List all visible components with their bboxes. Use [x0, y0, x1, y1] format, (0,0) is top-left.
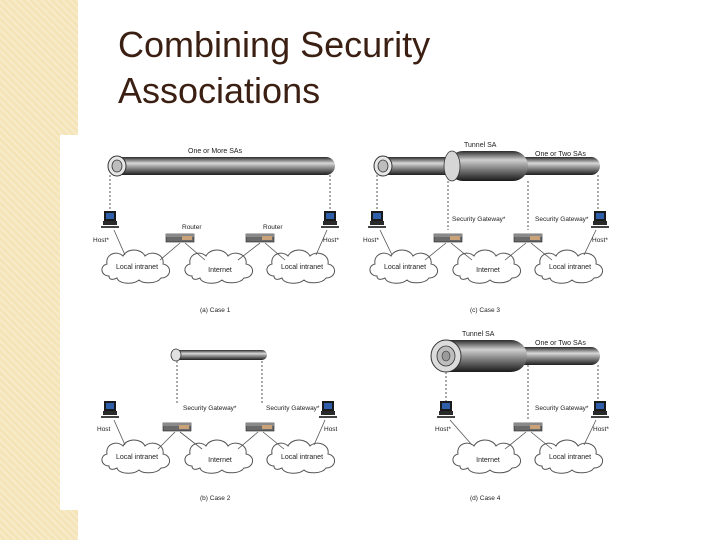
- content-panel-edge: [60, 135, 78, 510]
- case-caption: (d) Case 4: [470, 495, 501, 502]
- gateway-label: Security Gateway*: [535, 405, 589, 412]
- cloud-label: Internet: [476, 457, 500, 464]
- gateway-label: Security Gateway*: [266, 405, 320, 412]
- slide-title: Combining Security Associations: [118, 22, 638, 114]
- host-label: Host: [97, 426, 111, 433]
- tunnel-pipe: [172, 350, 267, 360]
- sa-label: One or Two SAs: [535, 151, 586, 158]
- sa-combinations-figure: One or More SAs Host* Host* Router Route…: [80, 135, 640, 510]
- tunnel-label: Tunnel SA: [464, 142, 497, 149]
- case-caption: (c) Case 3: [470, 307, 500, 314]
- gateway-icon: [245, 422, 275, 432]
- gateway-icon: [513, 422, 543, 432]
- host-label: Host*: [435, 426, 451, 433]
- gateway-icon: [162, 422, 192, 432]
- host-label: Host*: [592, 237, 608, 244]
- router-icon: [245, 233, 275, 243]
- case-3-panel: Tunnel SA One or Two SAs Host* Host* Sec…: [363, 142, 609, 314]
- host-icon: [437, 401, 455, 418]
- host-icon: [101, 401, 119, 418]
- cloud-label: Local intranet: [549, 264, 591, 271]
- tunnel-pipe: [448, 151, 528, 181]
- gateway-label: Security Gateway*: [535, 216, 589, 223]
- host-icon: [321, 211, 339, 228]
- host-icon: [368, 211, 386, 228]
- host-icon: [319, 401, 337, 418]
- host-icon: [591, 211, 609, 228]
- host-icon: [101, 211, 119, 228]
- host-label: Host*: [323, 237, 339, 244]
- cloud-label: Internet: [208, 267, 232, 274]
- case-4-panel: Tunnel SA One or Two SAs Host* Host* Sec…: [430, 331, 609, 502]
- case-caption: (a) Case 1: [200, 307, 231, 314]
- host-label: Host: [324, 426, 338, 433]
- cloud-label: Local intranet: [549, 454, 591, 461]
- cloud-label: Local intranet: [384, 264, 426, 271]
- gateway-label: Security Gateway*: [452, 216, 506, 223]
- sa-label: One or Two SAs: [535, 340, 586, 347]
- host-icon: [591, 401, 609, 418]
- gateway-icon: [433, 233, 463, 243]
- cloud-label: Local intranet: [116, 264, 158, 271]
- cloud-label: Internet: [476, 267, 500, 274]
- router-icon: [165, 233, 195, 243]
- cloud-label: Local intranet: [116, 454, 158, 461]
- cloud-label: Local intranet: [281, 454, 323, 461]
- cloud-label: Local intranet: [281, 264, 323, 271]
- gateway-label: Security Gateway*: [183, 405, 237, 412]
- title-line-2: Associations: [118, 70, 321, 111]
- host-label: Host*: [363, 237, 379, 244]
- router-label: Router: [263, 224, 283, 231]
- gateway-icon: [513, 233, 543, 243]
- sa-label: One or More SAs: [188, 148, 243, 155]
- tunnel-label: Tunnel SA: [462, 331, 495, 338]
- title-line-1: Combining Security: [118, 24, 431, 65]
- sa-pipe: [110, 157, 335, 175]
- case-1-panel: One or More SAs Host* Host* Router Route…: [93, 148, 339, 314]
- router-label: Router: [182, 224, 202, 231]
- case-caption: (b) Case 2: [200, 495, 231, 502]
- case-2-panel: Host Host Security Gateway* Security Gat…: [97, 348, 338, 502]
- host-label: Host*: [93, 237, 109, 244]
- host-label: Host*: [593, 426, 609, 433]
- cloud-label: Internet: [208, 457, 232, 464]
